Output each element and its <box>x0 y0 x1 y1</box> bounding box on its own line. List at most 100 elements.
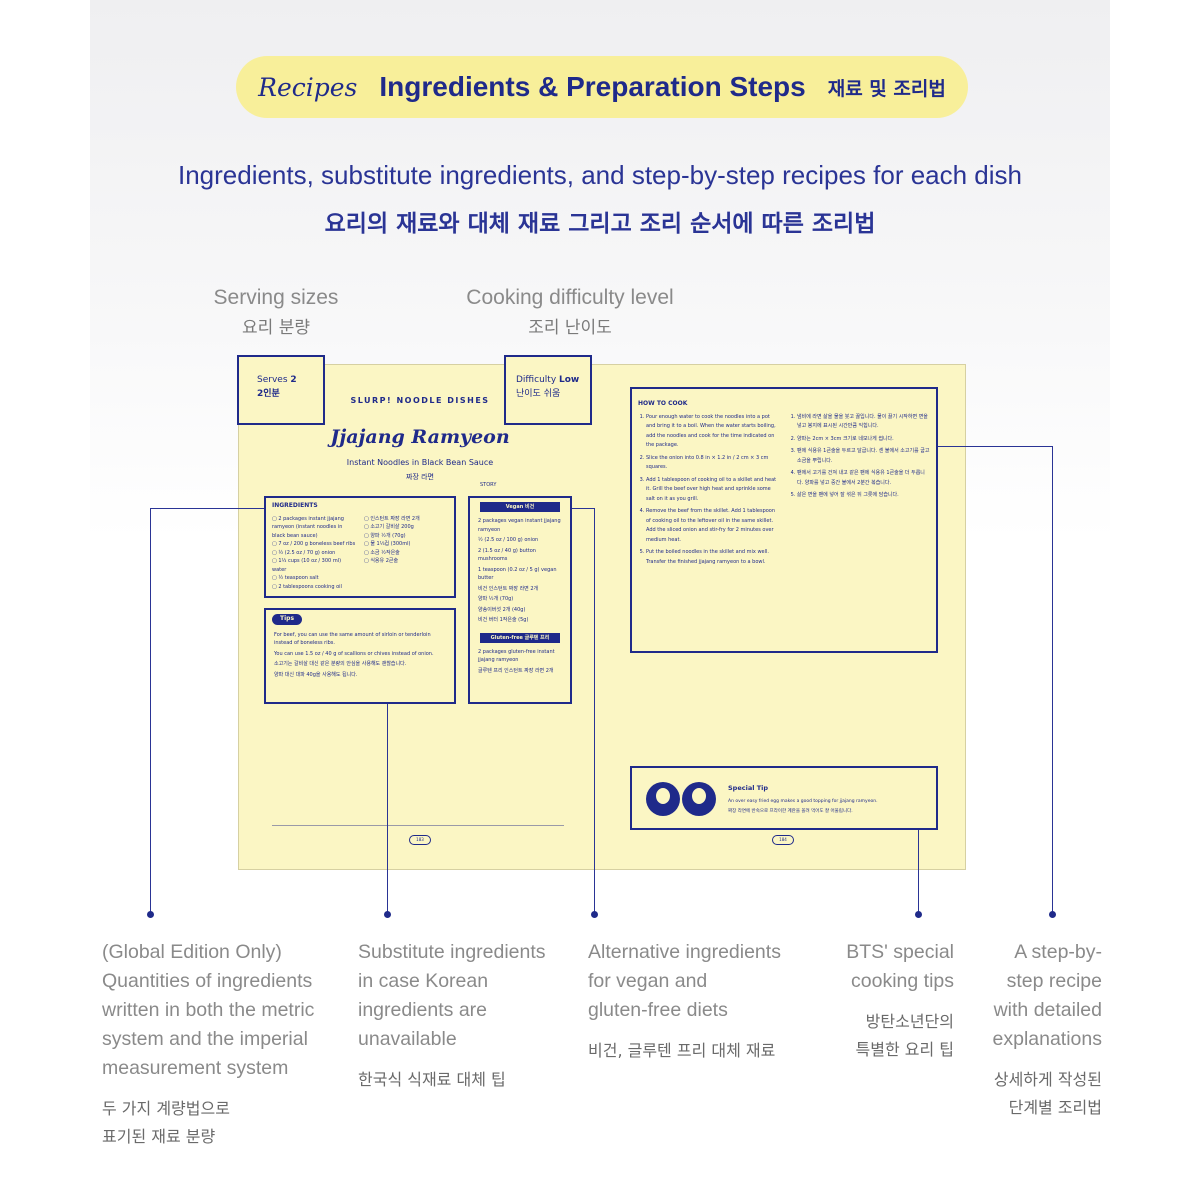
list-item: 양파 대신 대파 40g을 사용해도 됩니다. <box>274 671 358 678</box>
desc-global-line: written in both the metric <box>102 999 315 1021</box>
desc-step-kr: 단계별 조리법 <box>1008 1098 1102 1117</box>
list-item: 소금 ½작은술 <box>364 549 448 558</box>
list-item: 2 packages instant jjajang ramyeon (inst… <box>272 515 356 541</box>
avatar <box>646 782 680 816</box>
special-tip-kr: 짜장 라면에 반숙으로 프라이한 계란을 올려 먹어도 잘 어울립니다. <box>728 809 853 814</box>
list-item: ½ (2.5 oz / 70 g) onion <box>272 549 356 558</box>
special-tip-en: An over easy fried egg makes a good topp… <box>728 799 878 804</box>
desc-substitute-kr: 한국식 식재료 대체 팁 <box>358 1070 506 1089</box>
vegan-list: 2 packages vegan instant jjajang ramyeon… <box>470 515 570 629</box>
desc-step-line: explanations <box>992 1028 1103 1050</box>
difficulty-value: Low <box>559 375 580 385</box>
tips-heading: Tips <box>272 614 303 625</box>
desc-global-line: measurement system <box>102 1057 289 1079</box>
list-item: 인스턴트 짜장 라면 2개 <box>364 515 448 524</box>
difficulty-field-label: Difficulty <box>516 375 557 385</box>
gluten-heading: Gluten-free 글루텐 프리 <box>480 632 560 643</box>
steps-list-kr: 냄비에 라면 삶을 물을 붓고 끓입니다. 물이 끓기 시작하면 면을 넣고 봉… <box>789 413 930 571</box>
connector-step-h <box>938 446 1052 447</box>
connector-bts-dot <box>915 911 922 918</box>
alternative-panel: Vegan 비건 2 packages vegan instant jjajan… <box>468 496 572 704</box>
list-item: Remove the beef from the skillet. Add 1 … <box>646 507 779 545</box>
list-item: 삶은 면을 팬에 넣어 잘 섞은 뒤 그릇에 담습니다. <box>797 491 930 501</box>
connector-step-dot <box>1049 911 1056 918</box>
list-item: 2 packages vegan instant jjajang ramyeon <box>478 518 561 533</box>
list-item: 2 (1.5 oz / 40 g) button mushrooms <box>478 547 536 563</box>
desc-substitute-line: unavailable <box>358 1028 457 1050</box>
list-item: Slice the onion into 0.8 in × 1.2 in / 2… <box>646 454 779 473</box>
tips-panel: Tips For beef, you can use the same amou… <box>264 608 456 704</box>
subtitle-kr: 요리의 재료와 대체 재료 그리고 조리 순서에 따른 조리법 <box>324 211 876 237</box>
desc-global-kr: 두 가지 계량법으로 <box>102 1099 230 1118</box>
footer-rule <box>272 825 564 826</box>
list-item: 양송이버섯 2개 (40g) <box>478 606 526 613</box>
list-item: 글루텐 프리 인스턴트 짜장 라면 2개 <box>478 667 554 674</box>
list-item: 팬에 식용유 1큰술을 두르고 달굽니다. 센 불에서 소고기를 굽고 소금을 … <box>797 447 930 466</box>
recipe-title-kr: 짜장 라면 <box>406 473 434 481</box>
list-item: Pour enough water to cook the noodles in… <box>646 413 779 451</box>
steps-list-en: Pour enough water to cook the noodles in… <box>638 413 779 571</box>
list-item: 양파 ½개 (70g) <box>364 532 448 541</box>
desc-step-kr: 상세하게 작성된 <box>993 1070 1102 1089</box>
list-item: 팬에서 고기를 건져 내고 같은 팬에 식용유 1큰술을 더 두릅니다. 양파를… <box>797 469 930 488</box>
serves-box: Serves 2 2인분 <box>237 355 325 425</box>
desc-substitute: Substitute ingredients in case Korean in… <box>358 938 568 1094</box>
how-to-cook-heading: HOW TO COOK <box>638 400 688 407</box>
desc-global-line: system and the imperial <box>102 1028 308 1050</box>
desc-bts: BTS' special cooking tips 방탄소년단의 특별한 요리 … <box>820 938 954 1064</box>
list-item: Add 1 tablespoon of cooking oil to a ski… <box>646 476 779 505</box>
subtitle-en: Ingredients, substitute ingredients, and… <box>177 160 1023 190</box>
recipe-subtitle: Instant Noodles in Black Bean Sauce <box>346 458 494 467</box>
desc-substitute-line: in case Korean <box>358 970 489 992</box>
difficulty-field-kr: 난이도 쉬움 <box>516 389 561 399</box>
ingredients-list-en: 2 packages instant jjajang ramyeon (inst… <box>272 515 356 592</box>
connector-step-v <box>1052 446 1053 914</box>
special-tip-panel: Special Tip An over easy fried egg makes… <box>630 766 938 830</box>
list-item: 소고기 갈비살 200g <box>364 523 448 532</box>
desc-bts-line: BTS' special <box>846 941 954 963</box>
connector-alternative-h <box>572 508 594 509</box>
serves-kr: 2인분 <box>257 389 280 399</box>
ingredients-list-kr: 인스턴트 짜장 라면 2개 소고기 갈비살 200g 양파 ½개 (70g) 물… <box>364 515 448 592</box>
list-item: ½ teaspoon salt <box>272 574 356 583</box>
page-number-left: 183 <box>409 835 431 845</box>
series-label: SLURP! NOODLE DISHES <box>350 396 490 405</box>
list-item: For beef, you can use the same amount of… <box>274 631 431 647</box>
connector-global-h <box>150 508 264 509</box>
list-item: 양파는 2cm × 3cm 크기로 네모나게 썹니다. <box>797 435 930 445</box>
gluten-list: 2 packages gluten-free instant jjajang r… <box>470 646 570 680</box>
list-item: 양파 ½개 (70g) <box>478 596 514 602</box>
list-item: 물 1⅓컵 (300ml) <box>364 540 448 549</box>
special-tip-heading: Special Tip <box>728 784 769 792</box>
serves-label: Serves <box>257 375 288 385</box>
recipe-title: Jjajang Ramyeon <box>330 426 510 448</box>
desc-alternative: Alternative ingredients for vegan and gl… <box>588 938 808 1065</box>
serving-sizes-label: Serving sizes 요리 분량 <box>196 282 356 344</box>
connector-alternative-dot <box>591 911 598 918</box>
list-item: 비건 버터 1작은술 (5g) <box>478 617 529 623</box>
list-item: You can use 1.5 oz / 40 g of scallions o… <box>274 650 434 657</box>
vegan-heading: Vegan 비건 <box>480 502 560 512</box>
tips-list: For beef, you can use the same amount of… <box>266 629 454 684</box>
desc-global-line: Quantities of ingredients <box>102 970 313 992</box>
list-item: 7 oz / 200 g boneless beef ribs <box>272 540 356 549</box>
desc-step-line: step recipe <box>1006 970 1102 992</box>
desc-alternative-line: for vegan and <box>588 970 708 992</box>
desc-alternative-kr: 비건, 글루텐 프리 대체 재료 <box>588 1041 776 1060</box>
serving-sizes-kr: 요리 분량 <box>242 318 310 338</box>
story-label: STORY <box>480 482 497 488</box>
desc-bts-line: cooking tips <box>851 970 954 992</box>
desc-bts-kr: 특별한 요리 팁 <box>855 1040 955 1059</box>
avatar <box>682 782 716 816</box>
how-to-cook-panel: HOW TO COOK Pour enough water to cook th… <box>630 387 938 653</box>
list-item: 2 packages gluten-free instant jjajang r… <box>478 648 555 664</box>
connector-global-v <box>150 508 151 914</box>
list-item: 소고기는 갈비살 대신 같은 분량의 안심을 사용해도 괜찮습니다. <box>274 661 407 667</box>
desc-global: (Global Edition Only) Quantities of ingr… <box>102 938 342 1151</box>
connector-bts-v <box>918 830 919 914</box>
desc-step-line: with detailed <box>993 999 1102 1021</box>
desc-substitute-line: Substitute ingredients <box>358 941 546 963</box>
desc-substitute-line: ingredients are <box>358 999 487 1021</box>
difficulty-box: Difficulty Low 난이도 쉬움 <box>504 355 592 425</box>
desc-global-line: (Global Edition Only) <box>102 941 282 963</box>
